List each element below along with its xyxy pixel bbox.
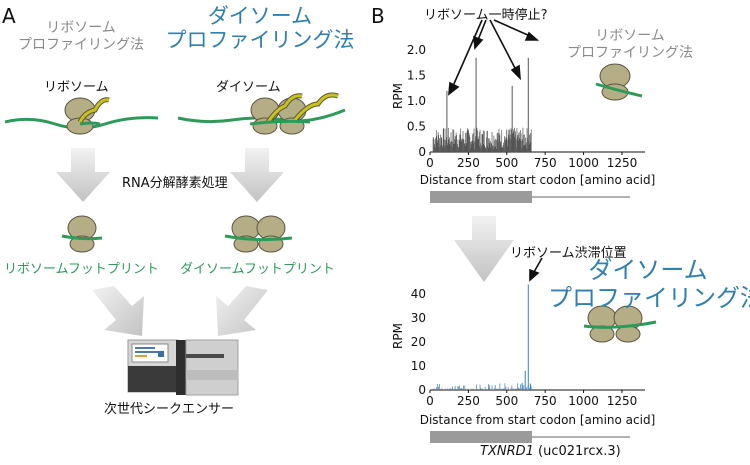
gene-label: TXNRD1 (uc021rcx.3) [480,444,621,459]
disome-footprint-icon [224,215,293,253]
chart-top-bars [432,57,532,152]
x-tick-label: 250 [457,156,480,170]
panel-a-letter: A [2,4,16,28]
down-arrow-b-icon [454,216,514,282]
y-axis-label: RPM [391,83,405,109]
ribosome-profiling-title: リボソーム プロファイリング法 [6,20,156,54]
disome-profiling-title-line1: ダイソーム [207,4,313,28]
y-tick-label: 0.5 [407,120,426,134]
x-tick-label: 750 [534,394,557,408]
down-arrow-right-icon [230,148,284,202]
disome-profiling-title-b: ダイソーム プロファイリング法 [548,256,750,312]
ribosome-profiling-title-line1: リボソーム [46,20,116,36]
disome-profiling-title-b-line1: ダイソーム [588,256,708,284]
y-tick-label: 2.0 [407,43,426,57]
pause-arrows [448,19,540,96]
diagonal-arrow-right-icon [216,286,268,336]
ribosome-profiling-title-b-line1: リボソーム [595,28,665,44]
x-tick-label: 1000 [568,156,599,170]
disome-profiling-title: ダイソーム プロファイリング法 [150,4,370,52]
panel-b-letter: B [371,4,385,28]
x-tick-label: 0 [426,394,434,408]
gene-name: TXNRD1 [480,444,534,459]
x-axis-label: Distance from start codon [amino acid] [420,413,656,427]
disome-label: ダイソーム [216,80,281,95]
collision-annotation: リボソーム渋滞位置 [510,246,627,261]
ribosome-icon-top [595,63,643,101]
x-tick-label: 1250 [607,156,638,170]
x-tick-label: 250 [457,394,480,408]
y-tick-label: 40 [411,287,426,301]
disome-footprint-label: ダイソームフットプリント [180,262,335,277]
sequencer-icon [127,339,239,396]
y-tick-label: 1.5 [407,69,426,83]
y-tick-label: 0 [418,145,426,159]
ribosome-on-mrna-icon [4,97,159,135]
diagonal-arrow-left-icon [92,286,144,336]
x-axis-label: Distance from start codon [amino acid] [420,173,656,187]
y-tick-label: 30 [411,311,426,325]
ribosome-profiling-title-b: リボソーム プロファイリング法 [560,28,700,62]
gene-model-bottom [430,431,630,443]
disome-profiling-title-b-line2: プロファイリング法 [548,284,750,312]
x-tick-label: 500 [495,394,518,408]
x-tick-label: 500 [495,156,518,170]
x-tick-label: 1000 [568,394,599,408]
disome-icon-bottom [583,305,657,343]
y-tick-label: 10 [411,359,426,373]
y-tick-label: 20 [411,335,426,349]
disome-on-mrna-icon [177,92,346,135]
collision-arrow [529,257,543,282]
ribosome-footprint-label: リボソームフットプリント [4,262,159,277]
down-arrow-left-icon [56,148,110,202]
rnase-treatment-label: RNA分解酵素処理 [122,176,228,191]
ribosome-profiling-title-line2: プロファイリング法 [18,37,144,53]
chart-bottom-bars [432,284,532,390]
x-tick-label: 0 [426,156,434,170]
x-tick-label: 1250 [607,394,638,408]
y-axis-label: RPM [391,323,405,349]
sequencer-label: 次世代シークエンサー [104,402,235,417]
ribosome-footprint-icon [61,215,103,253]
gene-id: (uc021rcx.3) [538,444,621,459]
disome-profiling-title-line2: プロファイリング法 [165,28,355,52]
ribosome-label: リボソーム [44,80,109,95]
gene-model-top [430,191,630,203]
y-tick-label: 0 [418,383,426,397]
x-tick-label: 750 [534,156,557,170]
pause-annotation: リボソーム一時停止? [424,8,548,23]
ribosome-profiling-title-b-line2: プロファイリング法 [567,45,693,61]
y-tick-label: 1.0 [407,94,426,108]
